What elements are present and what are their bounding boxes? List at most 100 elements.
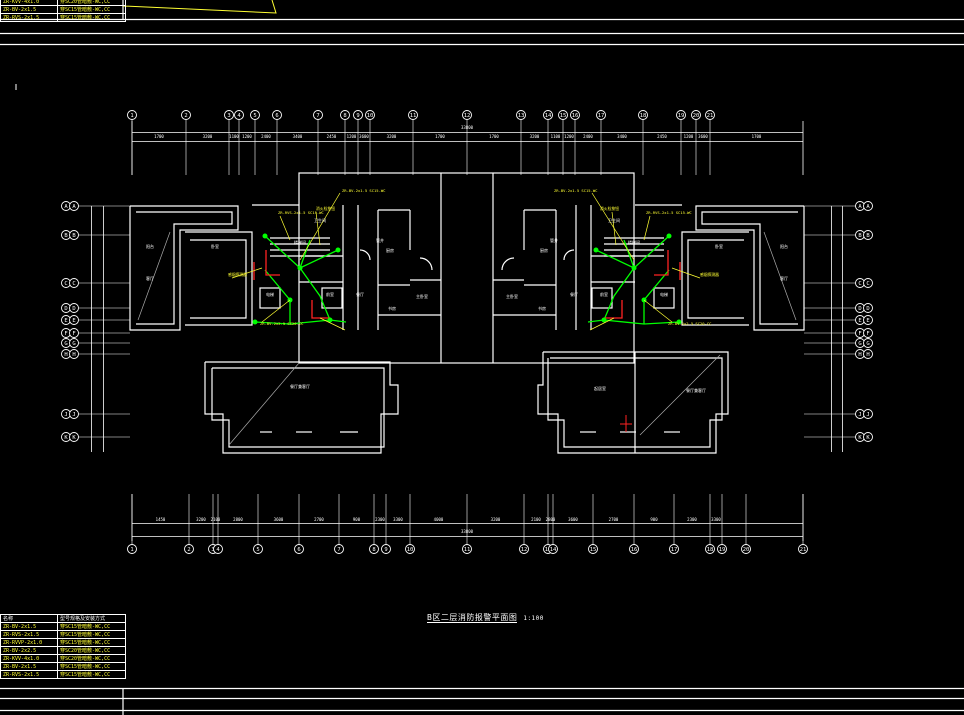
bottom-axis-12-label: 12	[521, 547, 528, 553]
bottom-axis-9-label: 9	[384, 547, 387, 553]
top-axis-9-label: 9	[356, 113, 359, 119]
bottom-axis-1: 1	[127, 544, 137, 554]
legend-spec-cell: 穿SC15管暗敷-WC,CC	[57, 670, 126, 679]
left-axis-inner-D-label: D	[72, 306, 75, 312]
annotation-text: ZR-RVS-2x1.5 SC15-WC	[278, 210, 324, 215]
right-axis-inner-D: D	[863, 303, 873, 313]
top-dim-text: 1700	[752, 134, 762, 139]
bottom-axis-2: 2	[184, 544, 194, 554]
bottom-axis-15: 15	[588, 544, 598, 554]
right-axis-inner-J: J	[863, 409, 873, 419]
bottom-axis-20-label: 20	[743, 547, 750, 553]
left-axis-inner-G-label: G	[72, 341, 75, 347]
top-axis-6-label: 6	[275, 113, 278, 119]
legend-spec-cell: 穿SC15管暗敷-WC,CC	[57, 622, 126, 631]
left-axis-inner-H-label: H	[72, 352, 75, 358]
equipment-marker-bottom	[620, 415, 632, 432]
room-label: 楼梯间	[628, 239, 640, 245]
bottom-axis-8: 8	[369, 544, 379, 554]
top-table-spec-cell: 穿SC15管暗敷-WC,CC	[57, 5, 126, 14]
right-axis-F: F	[855, 328, 865, 338]
bottom-dim-text: 2300	[687, 517, 697, 522]
bottom-dim-text: 4000	[434, 517, 444, 522]
top-table-name-cell: ZR-BV-2x1.5	[0, 5, 58, 14]
top-dim-text: 1100	[229, 134, 239, 139]
top-axis-20-label: 20	[693, 113, 700, 119]
bottom-axis-21-label: 21	[800, 547, 807, 553]
annotation-text: 感烟探测器	[228, 272, 247, 277]
right-axis-inner-E: E	[863, 315, 873, 325]
bottom-total-dim: 33800	[461, 529, 474, 534]
top-dim-text: 1700	[435, 134, 445, 139]
left-axis-E-label: E	[64, 318, 67, 324]
left-axis-D-label: D	[64, 306, 67, 312]
right-axis-inner-C: C	[863, 278, 873, 288]
bottom-dim-text: 3200	[196, 517, 206, 522]
top-dim-text: 3200	[530, 134, 540, 139]
top-axis-5: 5	[250, 110, 260, 120]
room-label: 书房	[388, 305, 396, 311]
fire-detector-symbols	[252, 233, 682, 325]
annotation-text: 感烟探测器	[700, 272, 719, 277]
room-label: 管井	[376, 237, 384, 243]
bottom-dim-text: 2300	[375, 517, 385, 522]
right-axis-inner-J-label: J	[866, 412, 869, 418]
left-axis-C-label: C	[64, 281, 67, 287]
top-axis-15: 15	[558, 110, 568, 120]
top-dim-text: 1200	[242, 134, 252, 139]
top-axis-20: 20	[691, 110, 701, 120]
top-axis-3: 3	[224, 110, 234, 120]
bottom-axis-3-label: 3	[211, 547, 214, 553]
left-axis-K-label: K	[64, 435, 68, 441]
top-table-spec-cell: 穿SC15管暗敷-WC,CC	[57, 13, 126, 22]
bottom-room-label: 餐厅兼客厅	[290, 383, 310, 389]
annotation-text: ZR-BV-2x2.5 SC20-CC	[668, 321, 711, 326]
top-dim-text: 2400	[261, 134, 271, 139]
top-axis-10-label: 10	[367, 113, 374, 119]
legend-header-name: 名称	[0, 614, 58, 623]
legend-name-cell: ZR-KVV-4x1.0	[0, 654, 58, 663]
room-label: 主卧室	[506, 293, 518, 299]
bottom-dim-text: 2100	[531, 517, 541, 522]
annotation-text: ZR-RVS-2x1.5 SC15-WC	[646, 210, 692, 215]
bottom-axis-11-label: 11	[464, 547, 471, 553]
bottom-dim-text: 3200	[491, 517, 501, 522]
top-dim-text: 1200	[347, 134, 357, 139]
bottom-axis-19: 19	[717, 544, 727, 554]
annotation-text: ZR-BV-2x2.5 SC20-CC	[260, 321, 303, 326]
room-label: 阳台	[780, 243, 788, 249]
left-axis-inner-B: B	[69, 230, 79, 240]
left-axis-inner-H: H	[69, 349, 79, 359]
legend-header-row: 名称 型号规格及安装方式	[0, 614, 126, 623]
top-axis-9: 9	[353, 110, 363, 120]
right-axis-inner-G: G	[863, 338, 873, 348]
bottom-room-label: 起居室	[594, 385, 606, 391]
room-label: 卧室	[211, 243, 219, 249]
left-axis-H-label: H	[64, 352, 67, 358]
right-axis-D-label: D	[858, 306, 861, 312]
bottom-dim-text: 3300	[393, 517, 403, 522]
bottom-axis-4: 4	[213, 544, 223, 554]
bottom-axis-17: 17	[669, 544, 679, 554]
top-axis-19-label: 19	[678, 113, 685, 119]
right-axis-inner-K-label: K	[866, 435, 870, 441]
top-dim-text: 1200	[564, 134, 574, 139]
right-axis-inner-E-label: E	[866, 318, 869, 324]
legend-name-cell: ZR-BV-2x2.5	[0, 646, 58, 655]
right-axis-E: E	[855, 315, 865, 325]
top-axis-21: 21	[705, 110, 715, 120]
bottom-dim-text: 3300	[711, 517, 721, 522]
bottom-axis-7-label: 7	[337, 547, 340, 553]
